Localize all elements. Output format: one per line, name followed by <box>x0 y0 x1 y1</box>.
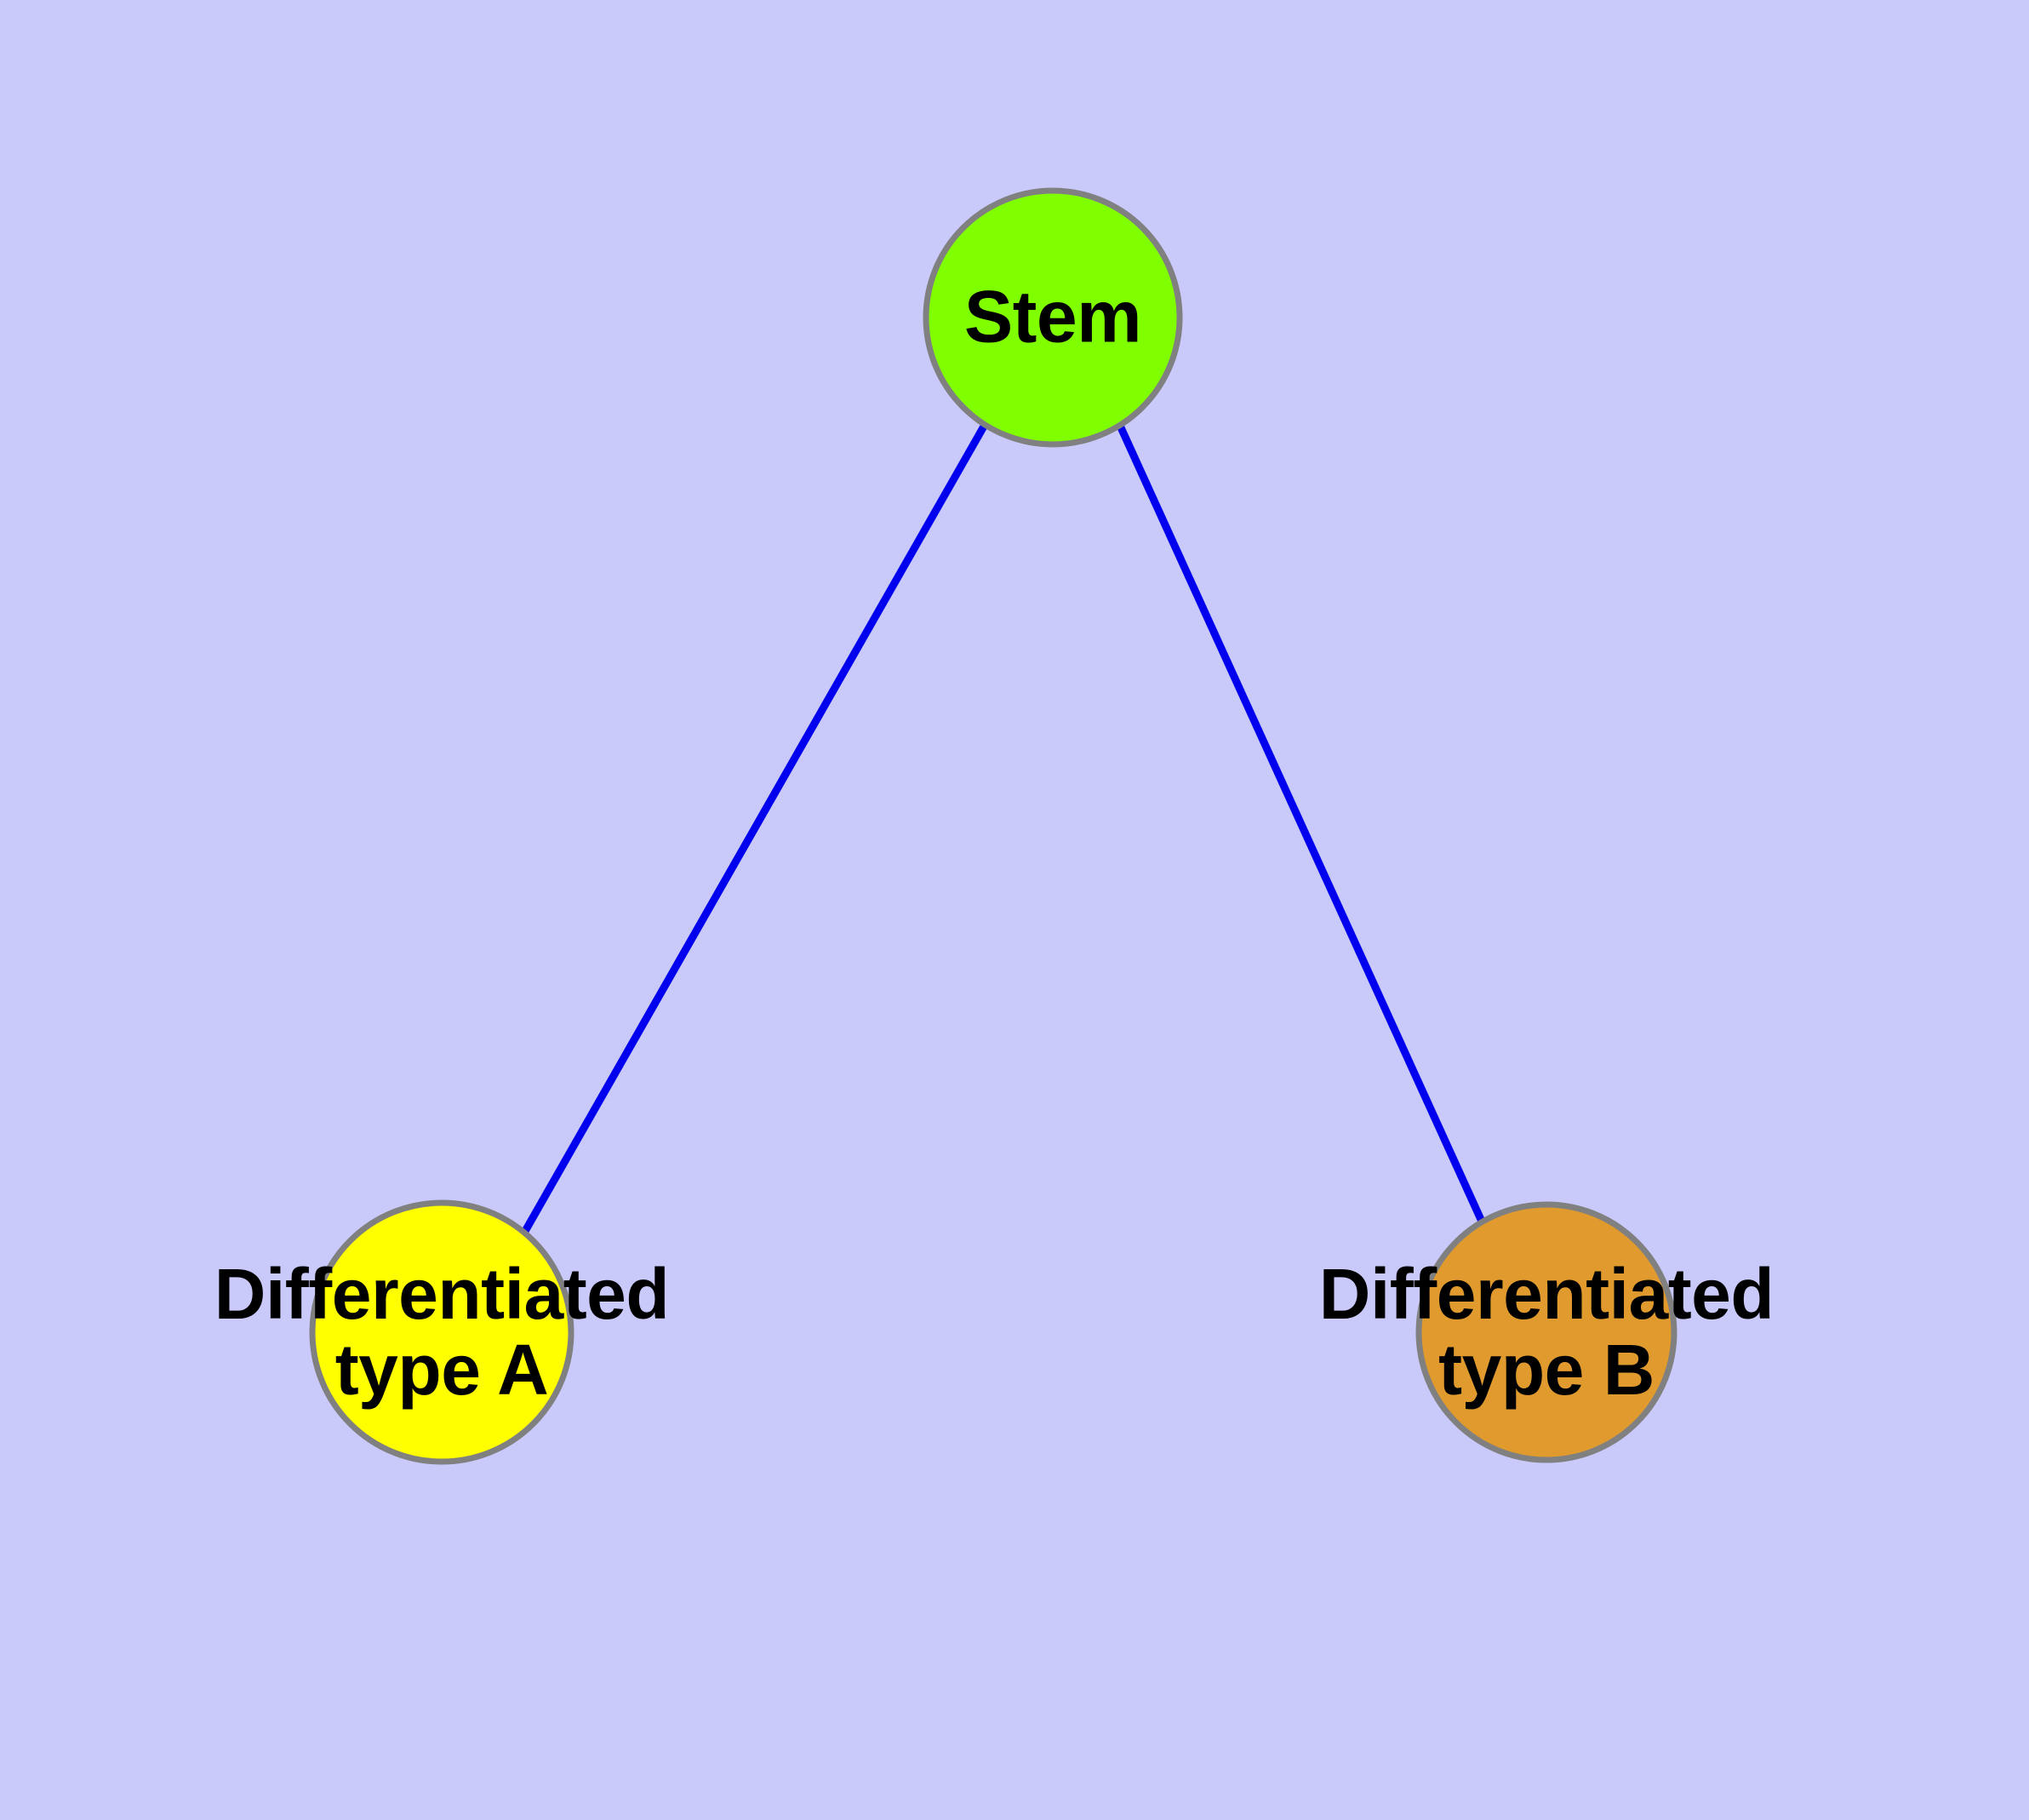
edge-layer <box>521 422 1487 1235</box>
node-circle-differentiated-type-a[interactable] <box>309 1199 574 1465</box>
edge-stem-to-differentiated-type-a[interactable] <box>521 422 988 1235</box>
node-circle-differentiated-type-b[interactable] <box>1415 1201 1677 1463</box>
node-circle-stem[interactable] <box>923 187 1183 448</box>
edge-stem-to-differentiated-type-b[interactable] <box>1116 424 1487 1225</box>
node-layer <box>309 187 1677 1465</box>
